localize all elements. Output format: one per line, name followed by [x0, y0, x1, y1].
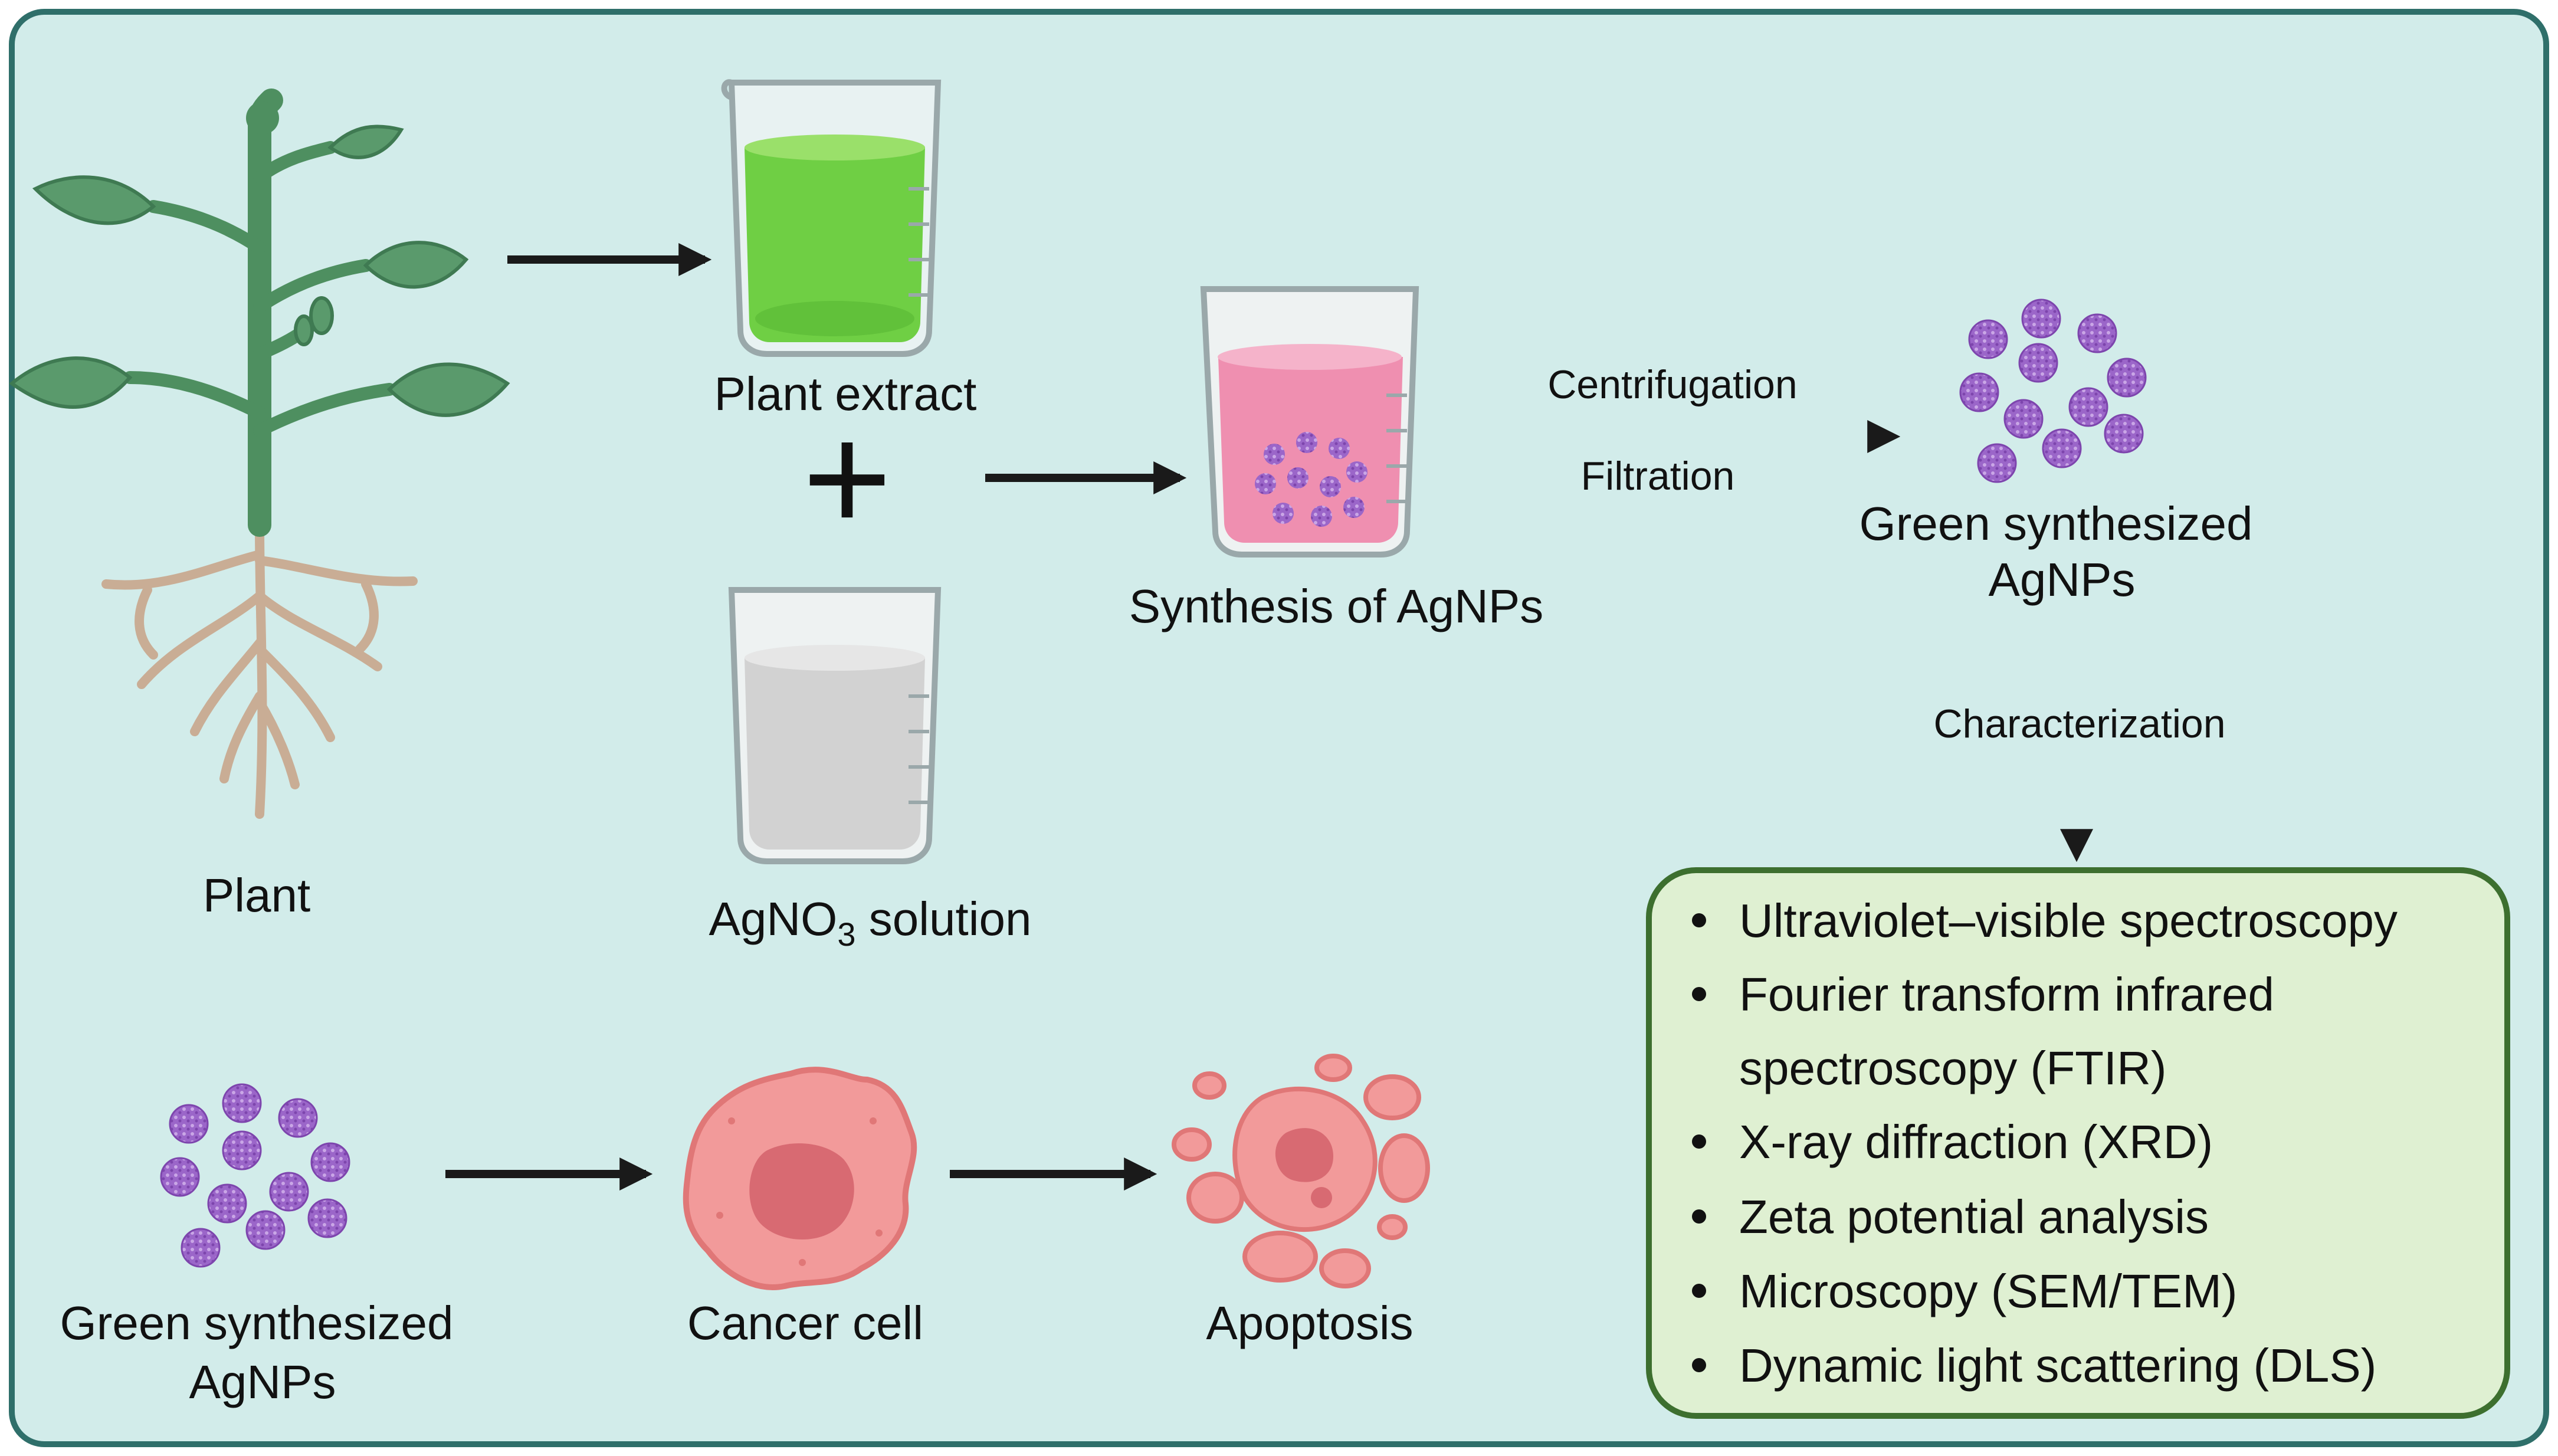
- list-item-zeta: Zeta potential analysis: [1739, 1191, 2209, 1243]
- label-agno3-subscript: 3: [837, 916, 855, 953]
- label-plant: Plant: [203, 869, 310, 922]
- nanoparticle-cluster-icon: [1959, 299, 2147, 483]
- plus-sign: +: [802, 393, 892, 564]
- label-green-synthesized-bottom-line1: Green synthesized: [60, 1297, 453, 1349]
- list-item-ftir-line2: spectroscopy (FTIR): [1739, 1042, 2167, 1094]
- list-item-dls: Dynamic light scattering (DLS): [1739, 1339, 2376, 1392]
- label-cancer-cell: Cancer cell: [687, 1297, 923, 1349]
- label-centrifugation: Centrifugation: [1547, 362, 1797, 407]
- label-agno3-solution: AgNO3 solution: [709, 893, 1032, 953]
- apoptotic-cell-icon: [1172, 1054, 1430, 1288]
- beaker-icon: [728, 587, 942, 864]
- label-filtration: Filtration: [1581, 454, 1735, 499]
- list-item-uv-vis: Ultraviolet–visible spectroscopy: [1739, 894, 2398, 947]
- beaker-icon: [721, 79, 942, 357]
- label-synthesis: Synthesis of AgNPs: [1129, 580, 1544, 632]
- label-plant-extract: Plant extract: [714, 368, 977, 420]
- list-item-microscopy: Microscopy (SEM/TEM): [1739, 1265, 2238, 1317]
- list-item-ftir-line1: Fourier transform infrared: [1739, 968, 2274, 1021]
- beaker-icon: [1200, 286, 1419, 558]
- label-green-synthesized-top-line1: Green synthesized: [1859, 497, 2252, 550]
- plant-icon: [9, 88, 510, 819]
- label-agno3-rest: solution: [856, 893, 1032, 945]
- label-agno3-main: AgNO: [709, 893, 838, 945]
- label-green-synthesized-bottom-line2: AgNPs: [189, 1356, 336, 1408]
- nanoparticle-cluster-icon: [160, 1083, 350, 1268]
- label-green-synthesized-top-line2: AgNPs: [1989, 553, 2136, 606]
- label-apoptosis: Apoptosis: [1206, 1297, 1413, 1349]
- list-item-xrd: X-ray diffraction (XRD): [1739, 1116, 2213, 1168]
- characterization-list-box: Ultraviolet–visible spectroscopy Fourier…: [1646, 867, 2510, 1419]
- cancer-cell-icon: [683, 1067, 917, 1290]
- label-characterization: Characterization: [1933, 701, 2225, 746]
